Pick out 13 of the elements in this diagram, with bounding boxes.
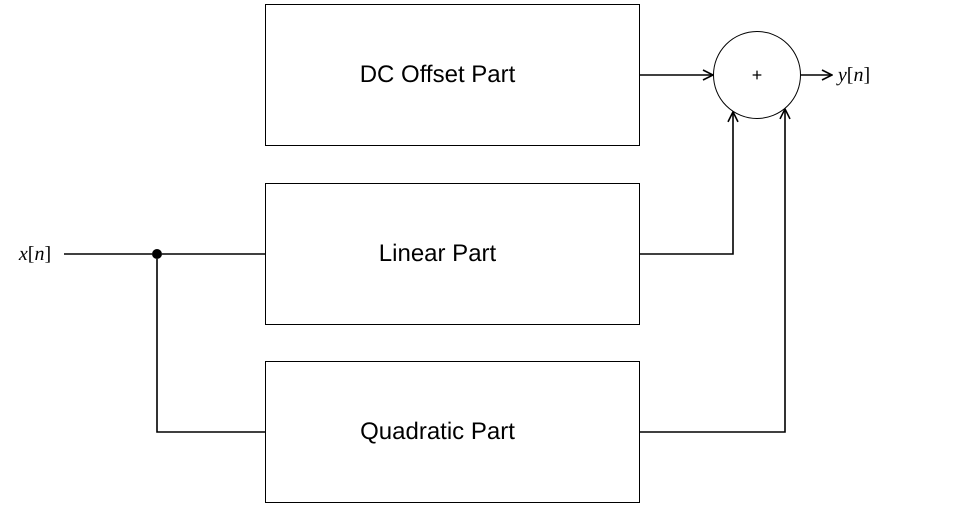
signal-line [156,259,265,433]
arrow [640,108,791,433]
summing-junction: + [713,31,801,119]
process-box: Quadratic Part [265,361,640,503]
signal-line [64,253,152,255]
arrow [640,69,714,81]
signal-label: x[n] [6,239,64,269]
arrow [640,111,739,255]
signal-label: y[n] [832,60,876,90]
arrow [801,69,833,81]
signal-line [162,253,265,255]
process-box: DC Offset Part [265,4,640,146]
process-box: Linear Part [265,183,640,325]
